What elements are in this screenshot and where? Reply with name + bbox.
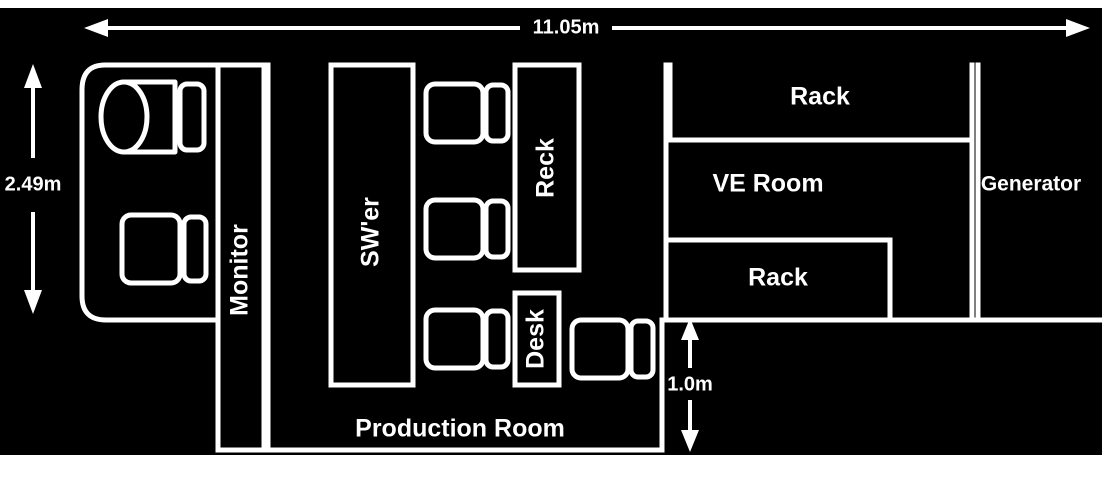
room-label-ve-room: VE Room — [712, 170, 823, 198]
room-production-outline — [265, 62, 665, 453]
dimension-left-arrow-down — [24, 290, 42, 314]
chair-backrest — [483, 82, 511, 144]
dimension-left-arrow-up — [24, 64, 42, 88]
diagram-background — [0, 8, 1102, 455]
room-label-generator: Generator — [981, 173, 1081, 196]
dimension-width-arrow-right — [1066, 19, 1090, 37]
room-label-switcher: SW'er — [357, 197, 385, 267]
room-label-production-room: Production Room — [355, 415, 565, 443]
room-label-rack-bottom: Rack — [748, 264, 808, 292]
furniture-chair-switcher-2 — [423, 197, 511, 261]
sofa-seat-body — [124, 79, 178, 155]
room-label-desk: Desk — [522, 309, 550, 369]
lounge-room-outline — [79, 62, 218, 323]
chair-seat — [119, 212, 183, 286]
dimension-height-right-label: 1.0m — [667, 373, 713, 395]
chair-backrest — [483, 308, 511, 370]
dimension-height-left — [24, 64, 42, 314]
room-rack-top — [667, 62, 973, 143]
furniture-chair-lounge-2 — [119, 212, 209, 286]
room-reck — [512, 62, 582, 273]
furniture-sofa-lounge — [98, 79, 207, 155]
chair-seat — [569, 317, 631, 381]
furniture-chair-desk — [569, 317, 656, 381]
sofa-round-end — [98, 79, 150, 155]
room-label-monitor: Monitor — [226, 224, 254, 316]
dimension-right-arrow-up — [681, 318, 699, 340]
room-monitor — [215, 62, 267, 453]
room-desk — [512, 290, 562, 388]
room-switcher — [328, 62, 416, 388]
dimension-width-label: 11.05m — [533, 16, 600, 38]
chair-seat — [423, 81, 486, 145]
dimension-height-right — [681, 318, 699, 452]
room-label-rack-top: Rack — [790, 83, 850, 111]
room-rack-bottom — [663, 237, 893, 321]
chair-seat — [423, 197, 486, 261]
dimension-height-left-label: 2.49m — [5, 173, 62, 195]
chair-seat — [423, 307, 486, 371]
sofa-backrest — [177, 81, 207, 153]
furniture-chair-switcher-1 — [423, 81, 511, 145]
chair-backrest — [628, 318, 656, 380]
chair-backrest — [483, 198, 511, 260]
dimension-right-arrow-down — [681, 430, 699, 452]
chair-backrest — [181, 214, 209, 284]
dimension-width — [84, 19, 1090, 37]
furniture-chair-switcher-3 — [423, 307, 511, 371]
room-label-reck: Reck — [532, 138, 560, 198]
dimension-width-arrow-left — [84, 19, 108, 37]
